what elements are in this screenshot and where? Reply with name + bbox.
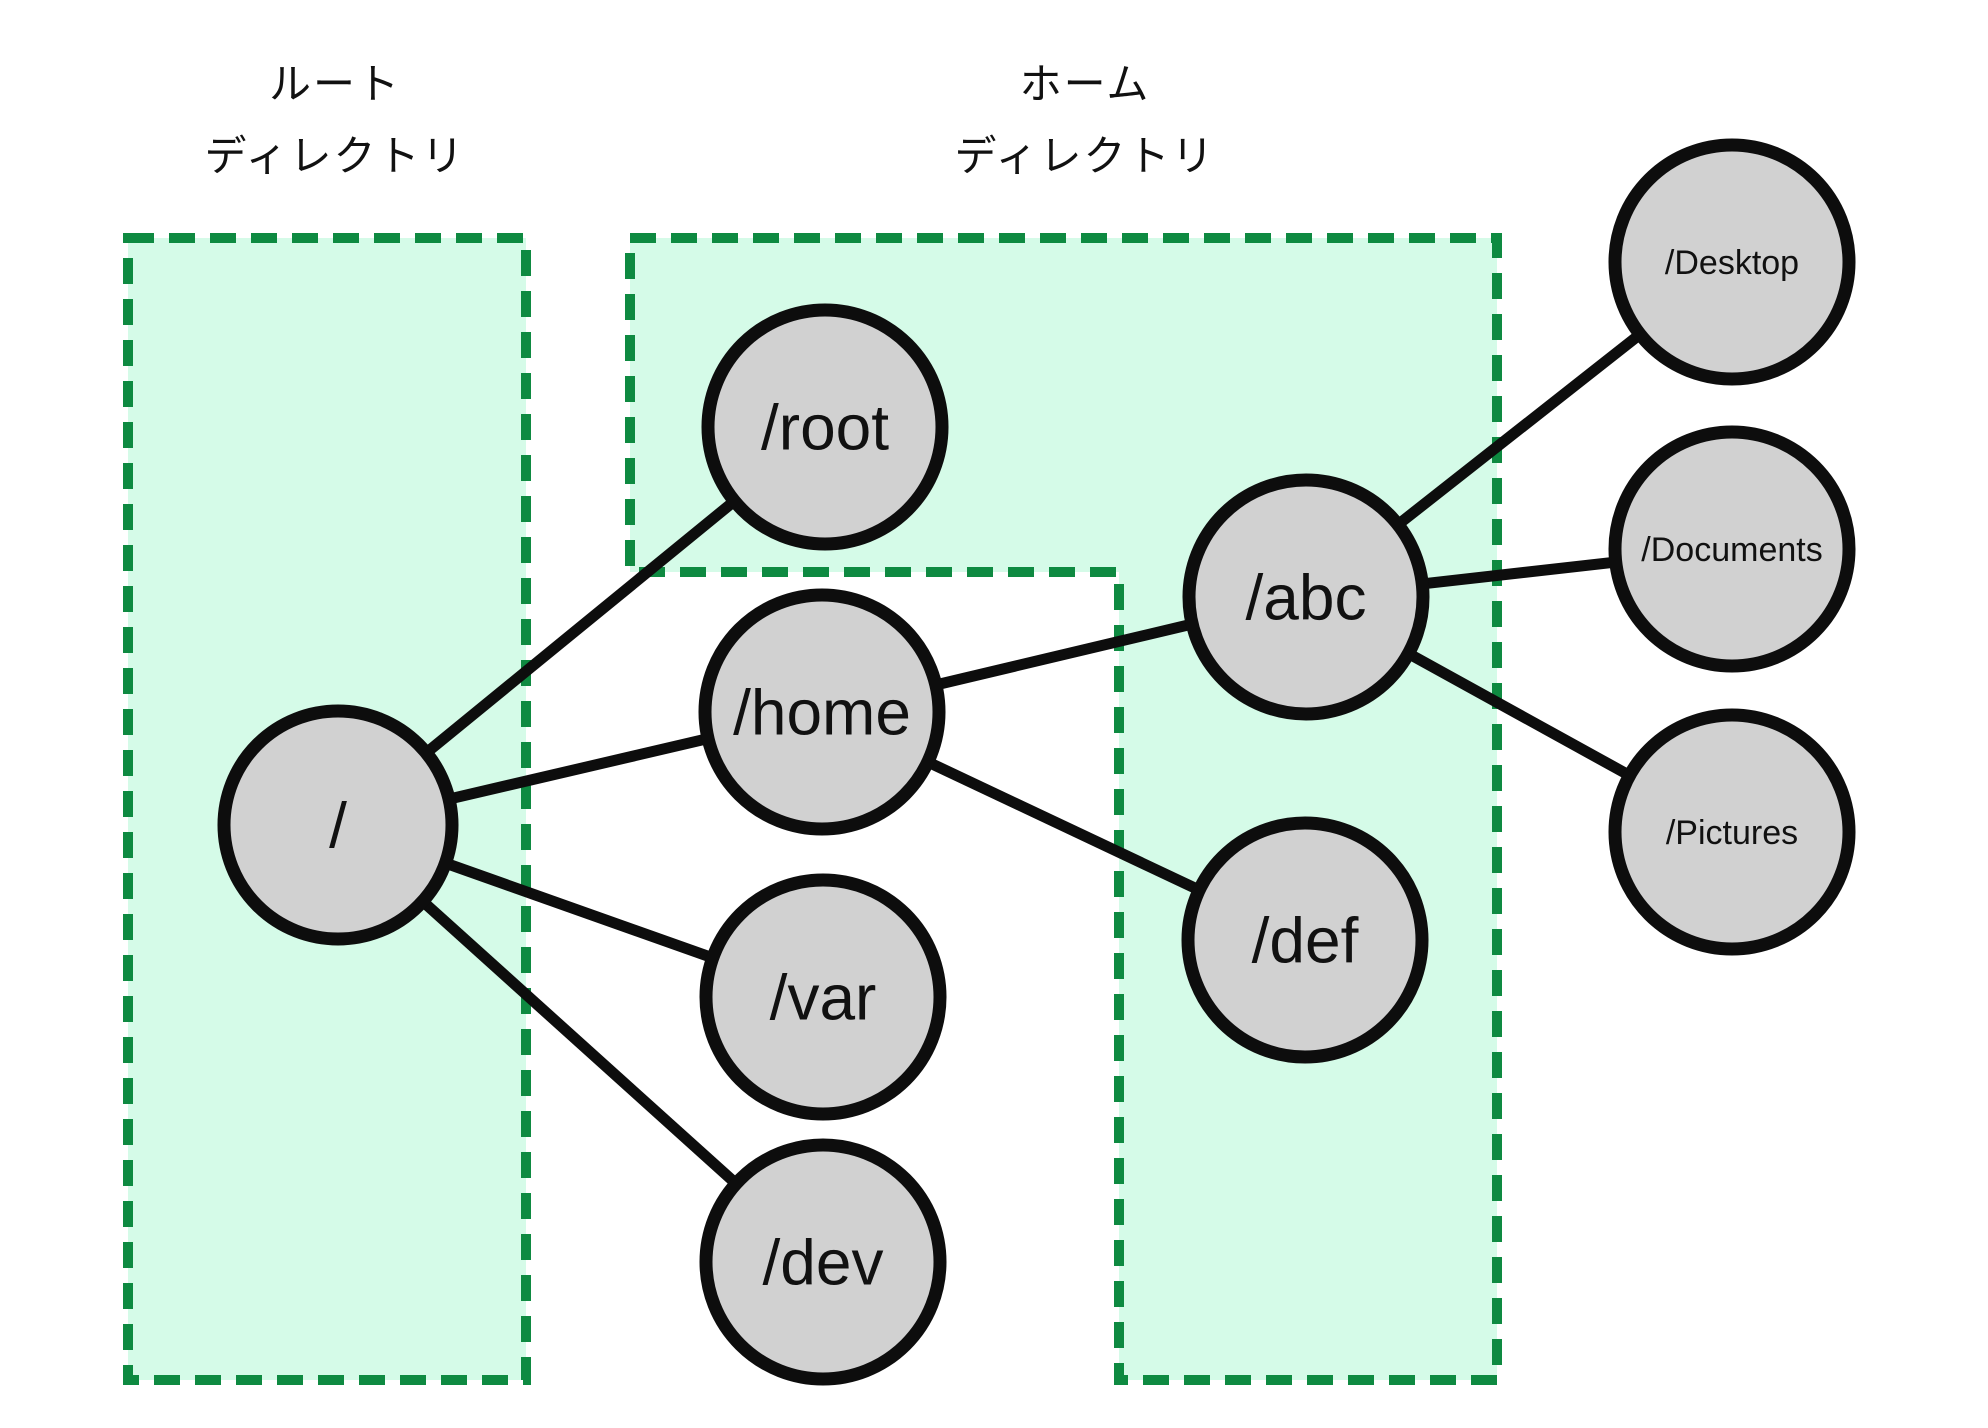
node-desktop-label: /Desktop — [1665, 244, 1799, 282]
node-dev: /dev — [699, 1138, 947, 1386]
home-directory-title-line1: ホーム — [1020, 61, 1151, 108]
node-root-label: /root — [761, 391, 889, 463]
node-var-label: /var — [770, 961, 877, 1033]
node-home-label: /home — [733, 676, 911, 748]
node-abc-circle — [1182, 473, 1430, 721]
node-var-circle — [699, 873, 947, 1121]
node-home: /home — [698, 588, 946, 836]
node-pictures-circle — [1608, 708, 1856, 956]
root-directory-title-line2: ディレクトリ — [204, 133, 465, 180]
node-documents: /Documents — [1608, 425, 1856, 673]
node-home-circle — [698, 588, 946, 836]
node-root: /root — [701, 303, 949, 551]
node-abc: /abc — [1182, 473, 1430, 721]
node-desktop: /Desktop — [1608, 138, 1856, 386]
node-var: /var — [699, 873, 947, 1121]
node-def-label: /def — [1252, 904, 1359, 976]
node-pictures-label: /Pictures — [1666, 814, 1798, 852]
node-dev-circle — [699, 1138, 947, 1386]
node-desktop-circle — [1608, 138, 1856, 386]
node-slash: / — [217, 704, 459, 946]
node-pictures: /Pictures — [1608, 708, 1856, 956]
root-directory-title-line1: ルート — [269, 61, 401, 108]
home-directory-title-line2: ディレクトリ — [954, 133, 1215, 180]
node-root-circle — [701, 303, 949, 551]
node-dev-label: /dev — [763, 1226, 884, 1298]
node-documents-circle — [1608, 425, 1856, 673]
node-documents-label: /Documents — [1641, 531, 1822, 569]
node-abc-label: /abc — [1246, 561, 1367, 633]
node-def: /def — [1181, 816, 1429, 1064]
node-def-circle — [1181, 816, 1429, 1064]
node-slash-label: / — [329, 789, 347, 861]
node-slash-circle — [217, 704, 459, 946]
